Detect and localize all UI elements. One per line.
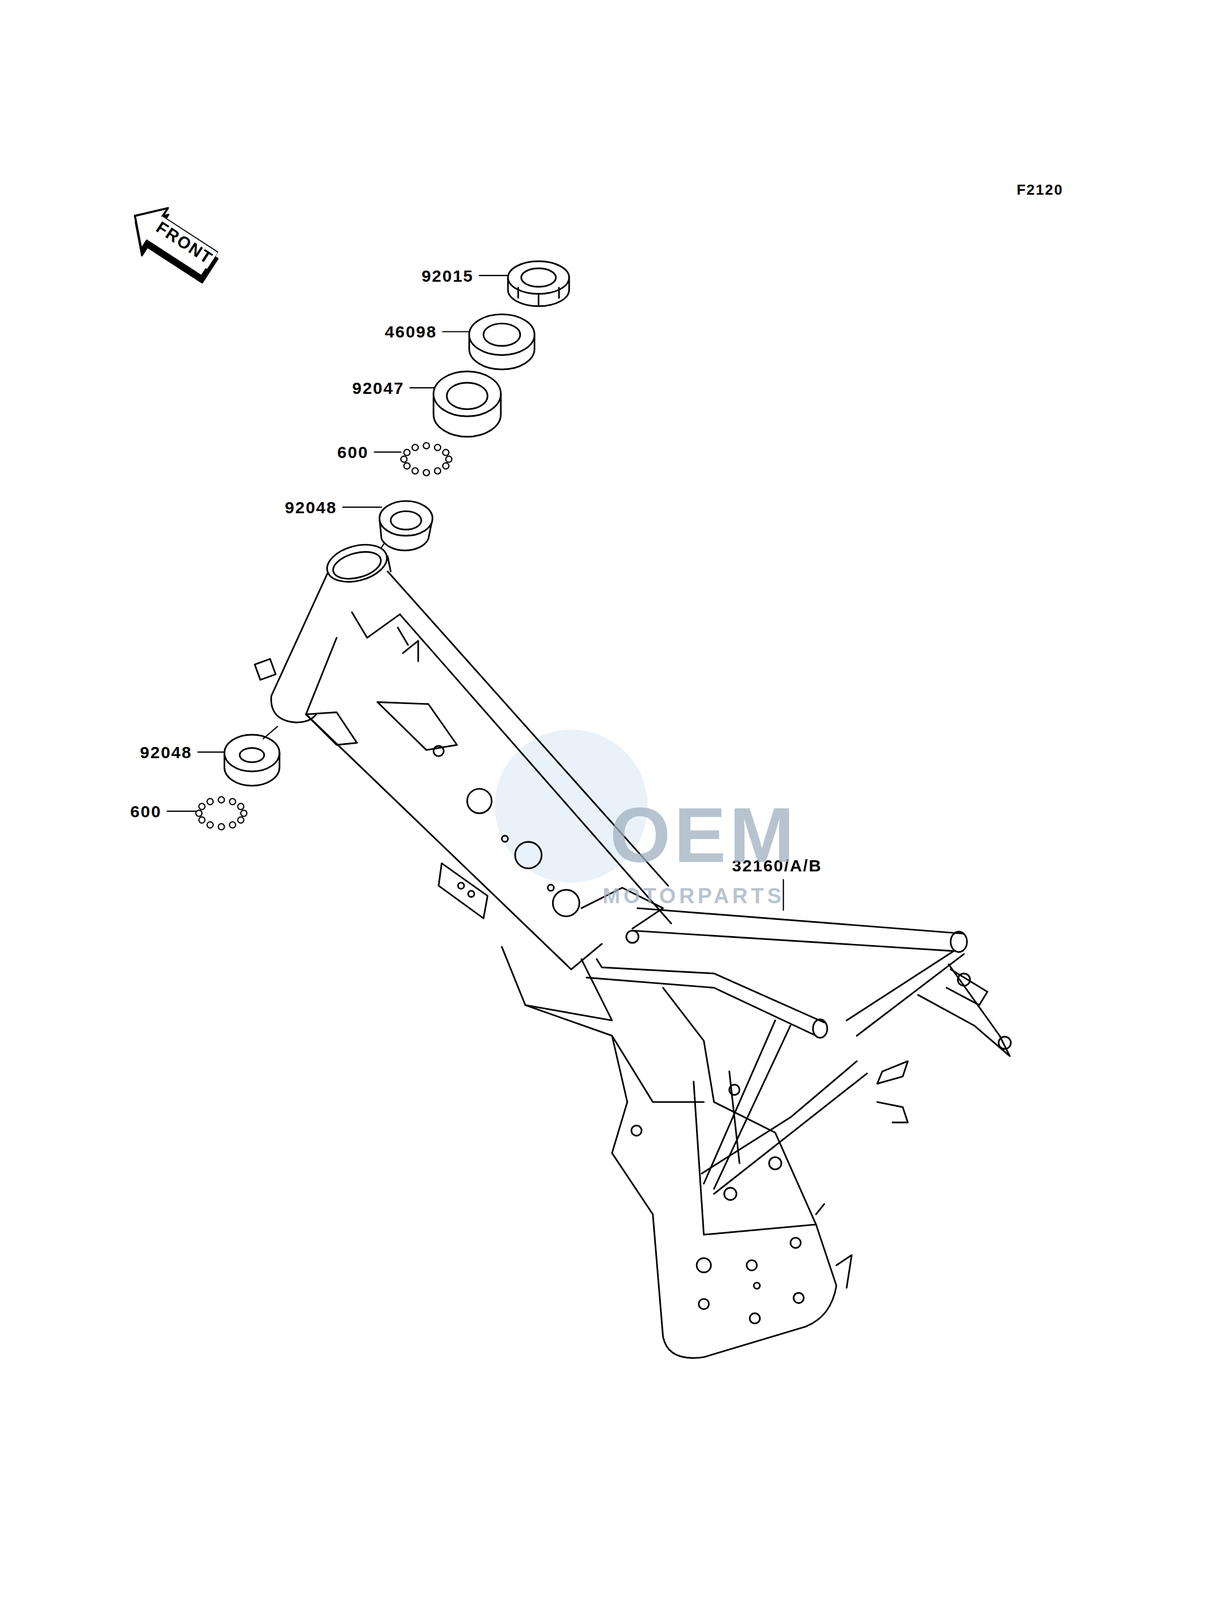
part-number: 46098 <box>383 321 439 342</box>
cap-ring <box>469 313 535 370</box>
watermark-text: MOTORPARTS <box>600 883 787 908</box>
part-number: 92047 <box>350 378 406 398</box>
steel-balls <box>400 442 452 476</box>
bearing-race <box>433 371 501 437</box>
bearing-cup <box>224 734 280 786</box>
part-number: 600 <box>128 801 164 821</box>
watermark-logo: OEM <box>608 789 800 880</box>
front-arrow <box>118 195 226 292</box>
diagram-code: F2120 <box>1014 181 1066 198</box>
steering-nut <box>508 260 570 306</box>
part-number: 92048 <box>138 741 194 762</box>
steel-balls <box>195 796 247 830</box>
main-frame <box>254 538 1012 1358</box>
bearing-cup <box>379 500 433 551</box>
part-number: 92048 <box>283 497 339 517</box>
part-number: 92015 <box>419 265 476 285</box>
part-number: 600 <box>335 442 371 462</box>
